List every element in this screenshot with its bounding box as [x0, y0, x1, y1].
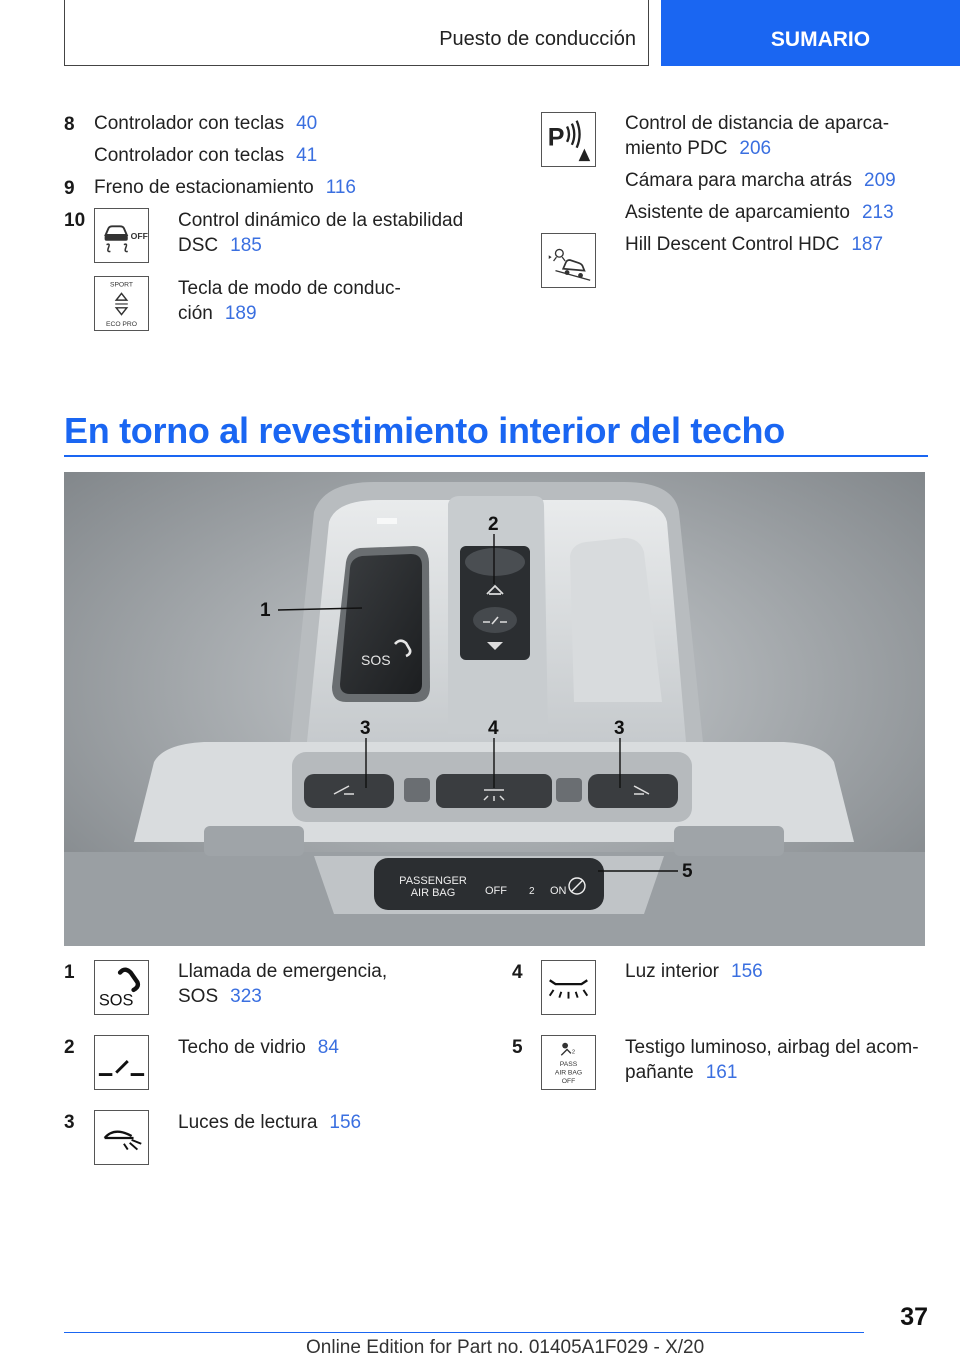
- page-ref-link[interactable]: 41: [296, 145, 318, 166]
- page-ref-link[interactable]: 84: [317, 1037, 339, 1058]
- legend-number-5: 5: [512, 1037, 523, 1058]
- legend-number-1: 1: [64, 962, 75, 983]
- section-divider: [64, 455, 928, 457]
- svg-text:AIR BAG: AIR BAG: [411, 887, 456, 899]
- svg-text:SOS: SOS: [99, 991, 134, 1009]
- sos-call-icon: SOS: [94, 960, 149, 1015]
- pdc-icon: P: [541, 112, 596, 167]
- svg-text:2: 2: [572, 1049, 575, 1055]
- page-ref-link[interactable]: 156: [731, 961, 763, 982]
- item-number-8: 8: [64, 114, 75, 135]
- svg-text:PASSENGER: PASSENGER: [399, 875, 467, 887]
- svg-text:P: P: [548, 124, 565, 152]
- svg-text:3: 3: [614, 718, 625, 739]
- svg-text:2: 2: [488, 514, 499, 535]
- svg-text:ON: ON: [550, 885, 567, 897]
- page-ref-link[interactable]: 213: [861, 202, 894, 223]
- sport-eco-pro-icon: SPORT ECO PRO: [94, 276, 149, 331]
- svg-text:2: 2: [529, 886, 535, 897]
- page-ref-link[interactable]: 189: [224, 303, 257, 324]
- page-ref-link[interactable]: 323: [230, 986, 262, 1007]
- passenger-airbag-off-icon: 2 PASS AIR BAG OFF: [541, 1035, 596, 1090]
- page-ref-link[interactable]: 185: [230, 235, 262, 256]
- page-ref-link[interactable]: 187: [851, 234, 884, 255]
- hdc-icon: [541, 233, 596, 288]
- footer-divider: [64, 1332, 864, 1333]
- header-section-title: Puesto de conducción: [439, 28, 636, 50]
- svg-text:ECO PRO: ECO PRO: [106, 321, 137, 328]
- page-ref-link[interactable]: 209: [864, 170, 896, 191]
- svg-text:5: 5: [682, 861, 693, 882]
- legend-number-2: 2: [64, 1037, 75, 1058]
- item-number-9: 9: [64, 178, 75, 199]
- legend-number-4: 4: [512, 962, 523, 983]
- svg-text:OFF: OFF: [485, 885, 507, 897]
- page-number: 37: [900, 1303, 928, 1331]
- svg-text:4: 4: [488, 718, 499, 739]
- svg-text:OFF: OFF: [131, 231, 148, 241]
- header-frame: Puesto de conducción: [64, 0, 649, 66]
- section-heading: En torno al revestimiento interior del t…: [64, 410, 785, 451]
- svg-text:1: 1: [260, 600, 271, 621]
- dsc-off-icon: OFF: [94, 208, 149, 263]
- svg-text:OFF: OFF: [562, 1078, 575, 1085]
- roof-console-photo: SOS PASSENGER AIR BAG OFF 2 ON: [64, 472, 925, 946]
- page-ref-link[interactable]: 206: [739, 138, 772, 159]
- page-ref-link[interactable]: 40: [296, 113, 318, 134]
- glass-roof-icon: [94, 1035, 149, 1090]
- svg-text:SPORT: SPORT: [110, 282, 133, 289]
- svg-text:SOS: SOS: [361, 652, 391, 668]
- list-item: Control de distancia de aparca- miento P…: [625, 113, 890, 159]
- page-ref-link[interactable]: 156: [329, 1112, 362, 1133]
- list-item: Testigo luminoso, airbag del acom- pañan…: [625, 1037, 919, 1083]
- sumario-tab[interactable]: SUMARIO: [661, 0, 960, 66]
- page-ref-link[interactable]: 116: [325, 177, 356, 198]
- footer-edition-text: Online Edition for Part no. 01405A1F029 …: [306, 1337, 705, 1358]
- svg-text:AIR BAG: AIR BAG: [555, 1070, 582, 1077]
- reading-light-icon: [94, 1110, 149, 1165]
- page-ref-link[interactable]: 161: [705, 1062, 738, 1083]
- legend-number-3: 3: [64, 1112, 75, 1133]
- svg-text:3: 3: [360, 718, 371, 739]
- item-number-10: 10: [64, 210, 86, 231]
- interior-light-icon: [541, 960, 596, 1015]
- svg-text:PASS: PASS: [560, 1061, 578, 1068]
